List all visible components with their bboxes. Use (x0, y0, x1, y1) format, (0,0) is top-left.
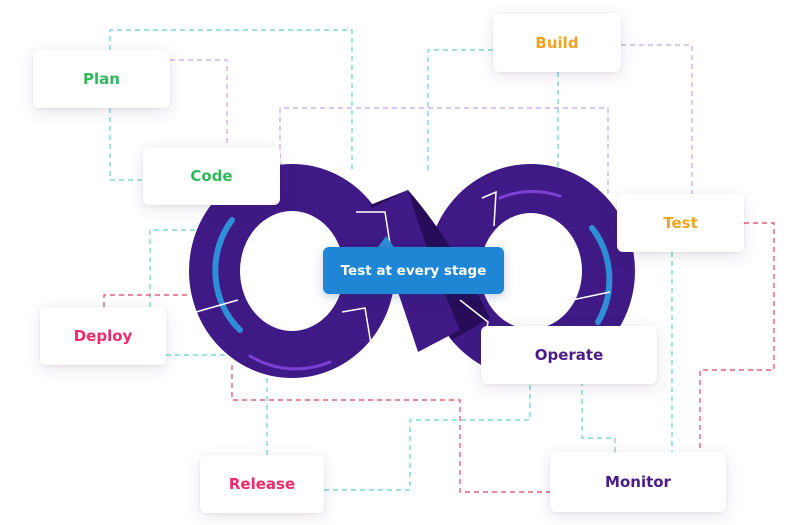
connector-plan-code (109, 108, 143, 181)
stage-label-operate: Operate (534, 346, 604, 364)
connector-deploy-top (149, 229, 200, 307)
loop-arrow-icon (378, 236, 394, 247)
connector-monitor-top (581, 384, 616, 452)
stage-label-plan: Plan (83, 70, 120, 88)
stage-card-deploy: Deploy (40, 307, 166, 365)
stage-label-code: Code (190, 167, 233, 185)
stage-label-test: Test (663, 214, 698, 232)
stage-card-build: Build (493, 14, 621, 72)
center-badge-label: Test at every stage (340, 262, 487, 279)
connector-test-right (699, 222, 775, 452)
stage-card-code: Code (143, 147, 280, 205)
stage-label-build: Build (535, 34, 579, 52)
connector-plan-right (170, 59, 228, 147)
loop-accent-right-top (498, 189, 562, 200)
connector-deploy-bottom (231, 365, 550, 493)
stage-card-release: Release (200, 455, 324, 513)
connector-code-right (279, 107, 609, 194)
connector-release-right (324, 384, 531, 491)
stage-card-plan: Plan (33, 50, 170, 108)
stage-label-monitor: Monitor (605, 473, 671, 491)
connector-build-left (427, 49, 493, 170)
stage-card-test: Test (617, 194, 744, 252)
stage-card-operate: Operate (481, 326, 657, 384)
loop-accent-left-bottom (248, 354, 332, 371)
loop-accent-left (212, 217, 243, 333)
center-badge: Test at every stage (323, 247, 504, 294)
stage-label-deploy: Deploy (73, 327, 133, 345)
stage-label-release: Release (228, 475, 296, 493)
connector-deploy-left (103, 294, 190, 307)
stage-card-monitor: Monitor (550, 452, 726, 512)
loop-accent-right (589, 225, 613, 325)
connector-plan-top (109, 29, 353, 170)
